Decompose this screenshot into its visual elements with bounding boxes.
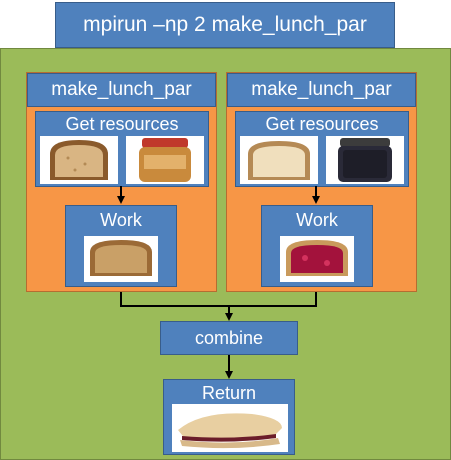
peanut-butter-jar-image xyxy=(126,136,204,184)
get-resources-box: Get resources xyxy=(35,111,209,187)
get-resources-label: Get resources xyxy=(65,114,179,134)
return-box: Return xyxy=(163,379,295,455)
get-resources-label: Get resources xyxy=(265,114,379,134)
work-box: Work xyxy=(261,205,373,287)
jelly-jar-image xyxy=(326,136,404,184)
work-label: Work xyxy=(296,210,338,230)
jelly-toast-image xyxy=(280,236,354,282)
work-label: Work xyxy=(100,210,142,230)
bread-slice-image xyxy=(240,136,318,184)
command-title: mpirun –np 2 make_lunch_par xyxy=(55,2,395,48)
process-panel-2: make_lunch_par Get resources Work xyxy=(226,72,417,292)
process-title: make_lunch_par xyxy=(27,73,216,107)
combine-box: combine xyxy=(160,321,298,355)
pbj-sandwich-image xyxy=(172,404,288,452)
return-label: Return xyxy=(201,383,257,403)
peanut-butter-toast-image xyxy=(84,236,158,282)
get-resources-box: Get resources xyxy=(235,111,409,187)
work-box: Work xyxy=(65,205,177,287)
process-title: make_lunch_par xyxy=(227,73,416,107)
process-panel-1: make_lunch_par Get resources Work xyxy=(26,72,217,292)
bread-slice-image xyxy=(40,136,118,184)
